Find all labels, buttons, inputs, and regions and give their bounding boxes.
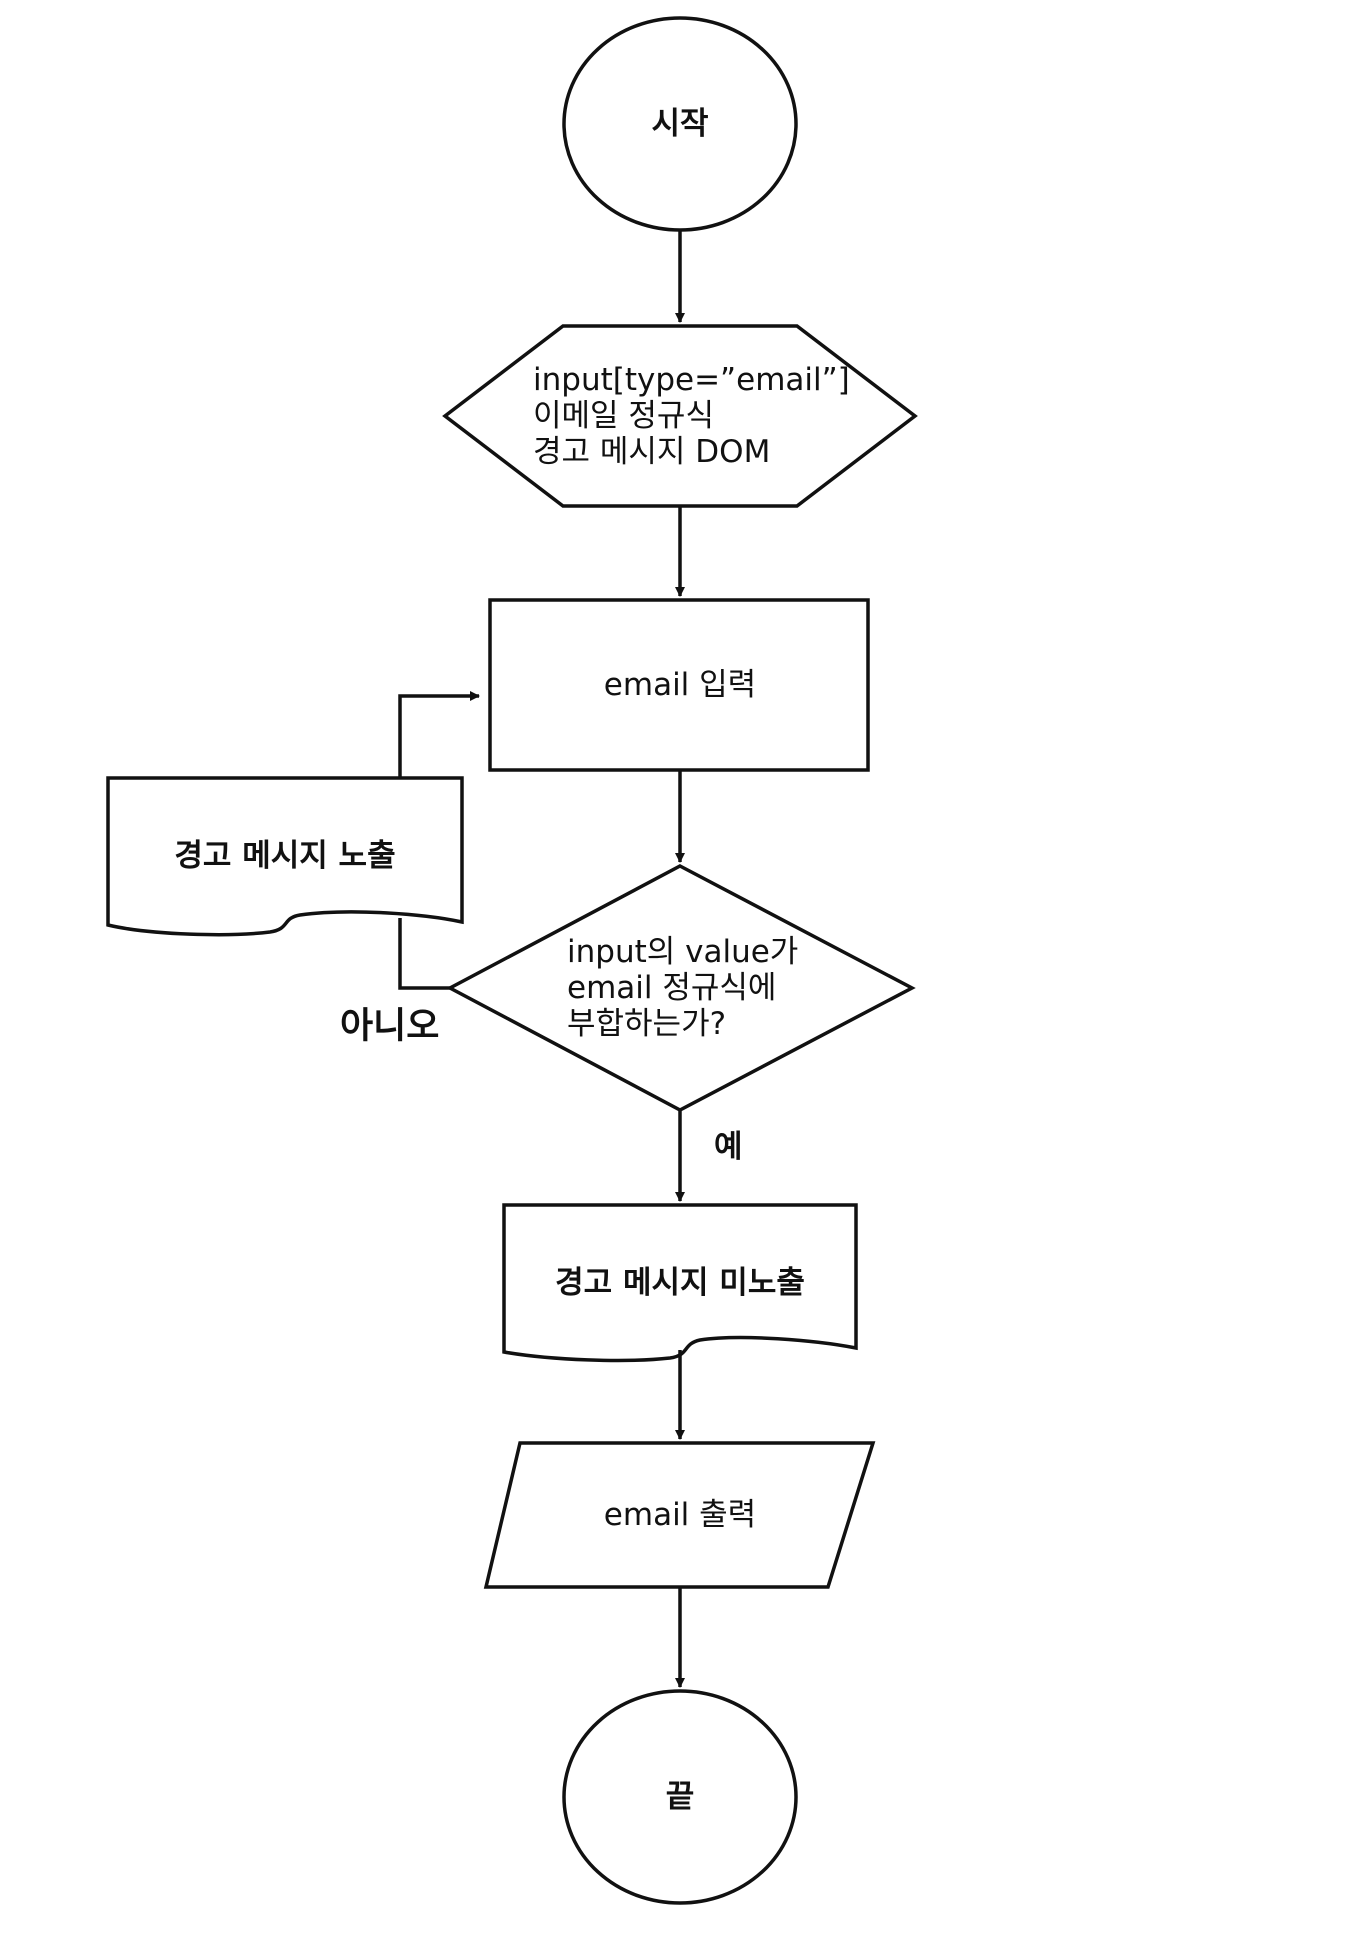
end-label: 끝 [666,1779,695,1815]
input-process-node: email 입력 [488,598,870,772]
no-warning-document-label: 경고 메시지 미노출 [555,1265,805,1301]
output-io-node: email 출력 [483,1441,876,1589]
edge-warning-to-input [398,691,480,778]
end-ellipse [562,1689,798,1905]
decision-line-3: 부합하는가? [567,1006,726,1042]
decision-node: input의 value가 email 정규식에 부합하는가? [446,864,916,1112]
output-parallelogram [483,1441,876,1589]
branch-label-yes: 예 [714,1129,743,1165]
warning-document-node: 경고 메시지 노출 [106,776,464,937]
branch-label-no: 아니오 [340,1006,439,1047]
start-node: 시작 [562,16,798,232]
preparation-line-1: input[type=”email”] [533,362,850,398]
end-node: 끝 [562,1689,798,1905]
decision-line-2: email 정규식에 [567,970,776,1006]
input-process-label: email 입력 [604,667,756,703]
preparation-node: input[type=”email”] 이메일 정규식 경고 메시지 DOM [442,324,918,508]
no-warning-document-shape [502,1203,858,1363]
input-process-rect [488,598,870,772]
preparation-line-2: 이메일 정규식 [533,398,714,434]
decision-line-1: input의 value가 [567,934,798,970]
no-warning-document-node: 경고 메시지 미노출 [502,1203,858,1363]
edge-decision-to-warning [398,918,450,990]
warning-document-shape [106,776,464,937]
preparation-line-3: 경고 메시지 DOM [533,434,770,470]
start-label: 시작 [651,106,708,142]
output-io-label: email 출력 [604,1497,756,1533]
preparation-hexagon [442,324,918,508]
warning-document-label: 경고 메시지 노출 [174,838,395,874]
